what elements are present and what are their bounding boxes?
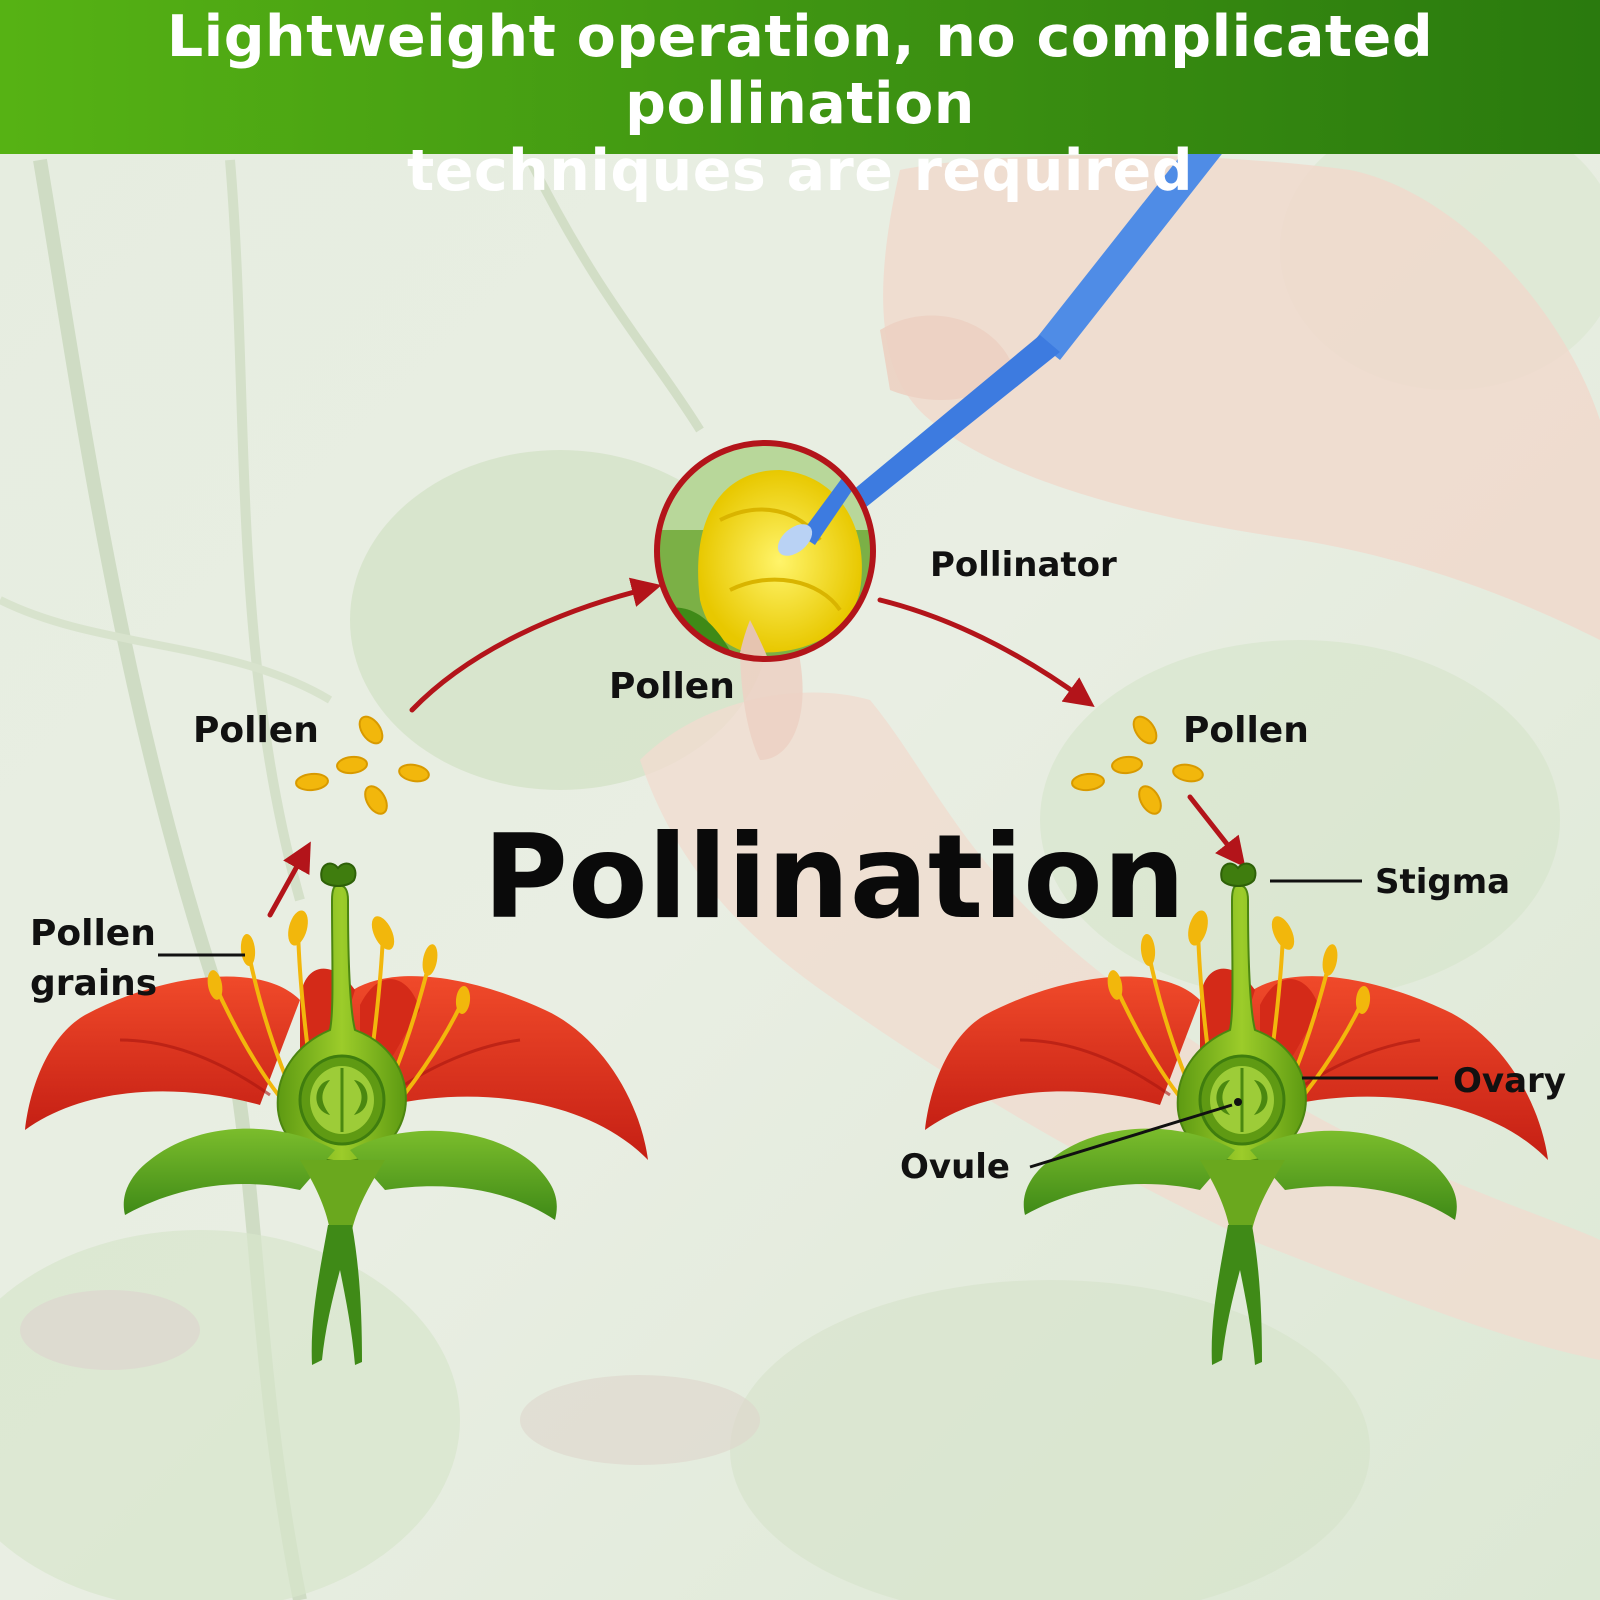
arrow-up-left <box>267 841 311 918</box>
label-pollen-right: Pollen <box>1183 710 1309 751</box>
arrow-from-pollinator <box>877 597 1095 708</box>
pollen-cluster-left <box>295 715 430 815</box>
arrow-to-pollinator <box>409 577 662 713</box>
diagram-title: Pollination <box>483 810 1185 945</box>
label-pollen-center: Pollen <box>609 666 735 707</box>
ovule-dot <box>1234 1098 1242 1106</box>
label-pollen-grains-line2: grains <box>30 963 157 1004</box>
pollinator-stick-icon <box>835 150 1225 520</box>
leader-ovule <box>1029 1103 1233 1169</box>
header-banner: Lightweight operation, no complicated po… <box>0 0 1600 204</box>
label-ovule: Ovule <box>900 1147 1010 1187</box>
label-ovary: Ovary <box>1453 1061 1566 1101</box>
header-line-2: techniques are required <box>406 138 1194 204</box>
header-line-1: Lightweight operation, no complicated po… <box>166 4 1434 137</box>
leader-lines <box>158 879 1438 1169</box>
label-pollinator: Pollinator <box>930 545 1117 585</box>
label-pollen-grains-line1: Pollen <box>30 913 156 954</box>
label-pollen-left: Pollen <box>193 710 319 751</box>
pollen-cluster-right <box>1071 715 1204 815</box>
flow-arrows <box>267 577 1246 918</box>
label-stigma: Stigma <box>1375 862 1510 902</box>
arrow-down-right <box>1187 794 1246 868</box>
